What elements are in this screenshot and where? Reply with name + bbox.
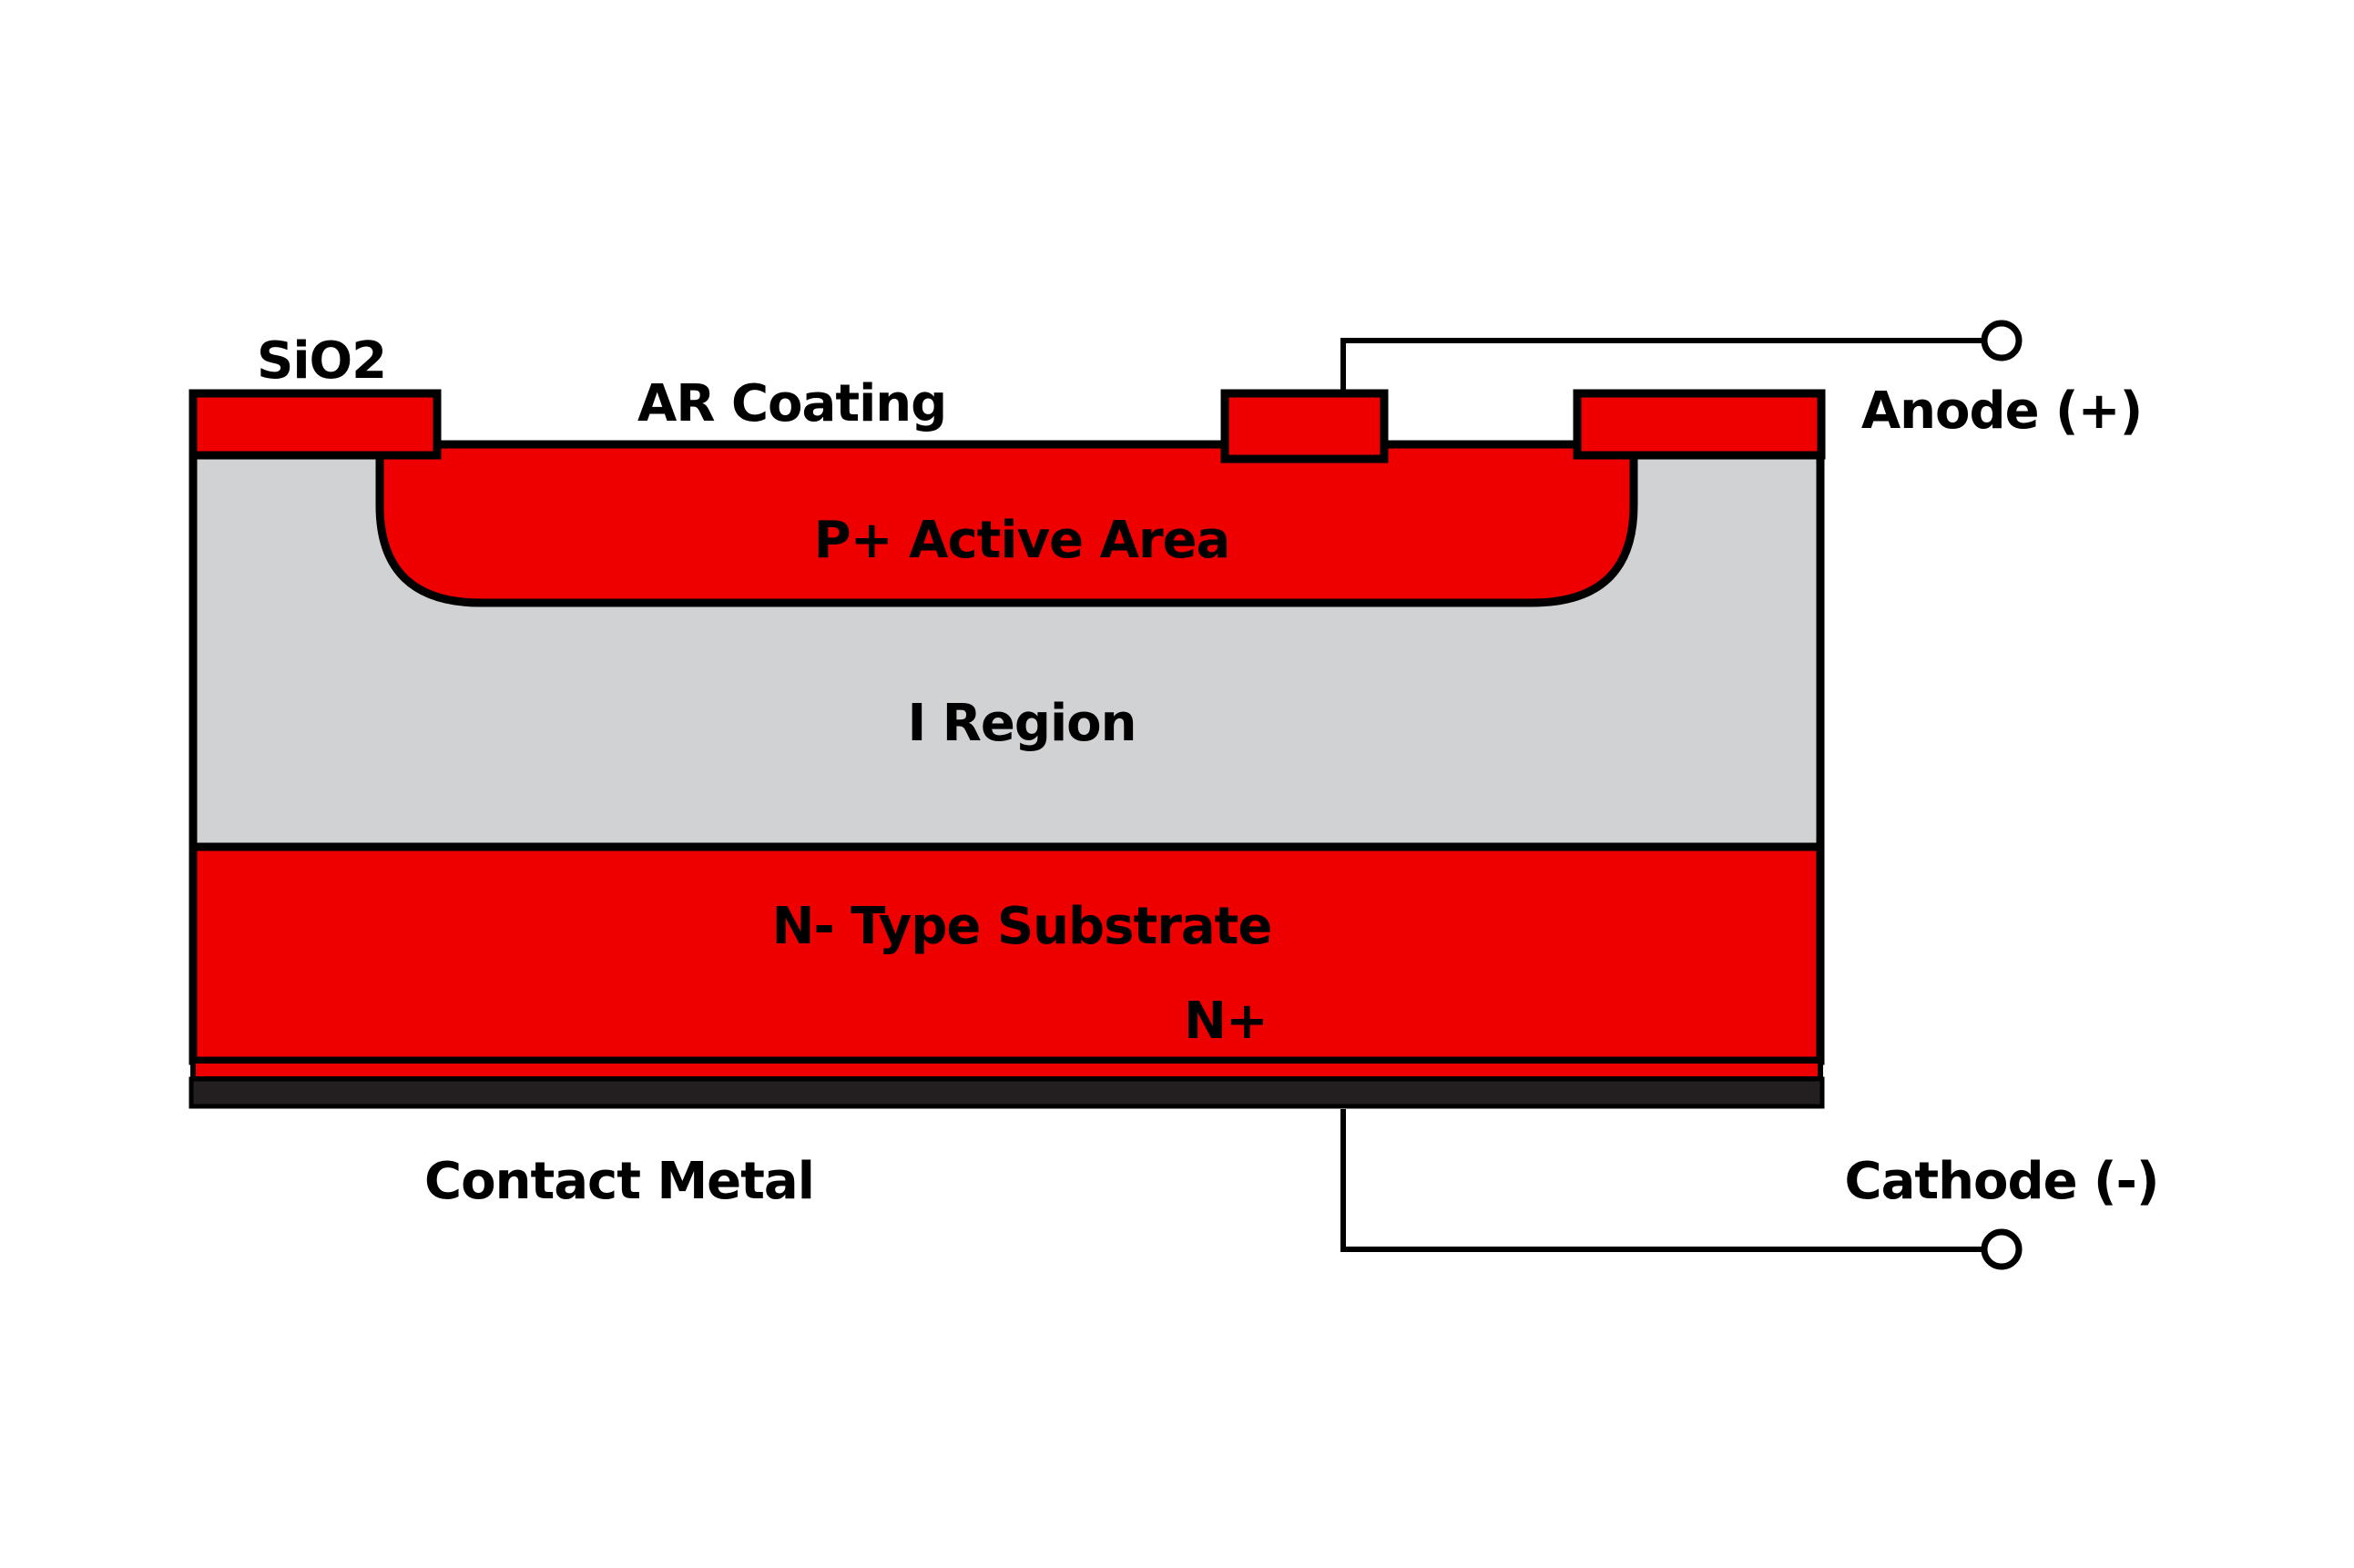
anode-terminal-icon [1981,320,2023,361]
ar-coating-label: AR Coating [637,374,946,433]
sio2-block-left [189,389,442,460]
sio2-block-right [1573,389,1826,460]
n-type-substrate-label: N- Type Substrate [772,897,1272,956]
n-type-substrate-layer [189,842,1825,1065]
cathode-terminal-icon [1981,1228,2023,1270]
anode-wire [1340,338,1983,393]
sio2-label: SiO2 [257,331,386,391]
p-active-area-region [375,440,1638,607]
contact-metal-layer [189,1076,1825,1109]
anode-contact-pad [1220,389,1389,463]
n-plus-layer [190,1058,1823,1082]
anode-label: Anode (+) [1861,382,2142,441]
n-plus-label: N+ [1184,992,1268,1051]
cathode-label: Cathode (-) [1845,1152,2159,1211]
cathode-wire [1340,1109,1983,1252]
i-region-label: I Region [907,694,1136,753]
contact-metal-label: Contact Metal [424,1152,814,1211]
p-active-area-label: P+ Active Area [814,511,1230,570]
